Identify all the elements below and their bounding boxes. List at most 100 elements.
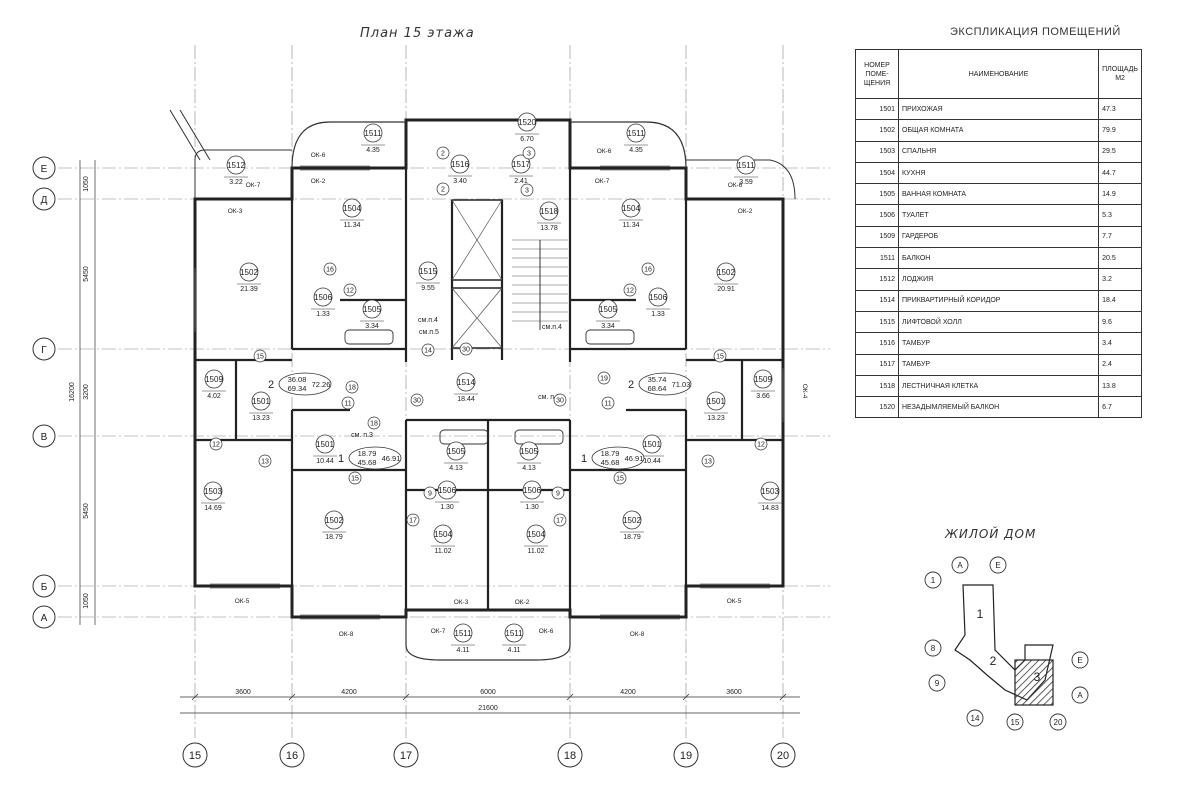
room-number-bubble xyxy=(315,434,335,454)
room-number-bubble xyxy=(504,623,524,643)
balcony-left-top xyxy=(291,121,406,169)
room-area: 6.70 xyxy=(520,136,534,143)
apartment-useful-area: 45.68 xyxy=(358,458,377,467)
detail-marker xyxy=(551,486,565,500)
axis-label-row: Б xyxy=(41,582,48,593)
bathtub xyxy=(585,329,635,345)
dimension-total-text: 21600 xyxy=(478,705,498,712)
apartment-living-area: 18.79 xyxy=(601,449,620,458)
room-area-cell: 5.3 xyxy=(1098,204,1142,227)
room-number: 1504 xyxy=(622,204,640,213)
room-number: 1505 xyxy=(447,447,465,456)
room-number-cell: 1506 xyxy=(855,204,899,227)
room-number: 1503 xyxy=(761,487,779,496)
room-name-cell: ЛИФТОВОЙ ХОЛЛ xyxy=(897,310,1100,334)
note-reference: см.п.5 xyxy=(419,329,439,336)
room-number-bubble xyxy=(226,155,246,175)
key-plan-axis-bubble xyxy=(966,709,984,727)
room-number: 1514 xyxy=(457,378,475,387)
room-name-cell: КУХНЯ xyxy=(897,161,1100,185)
room-number-bubble xyxy=(648,287,668,307)
room-area: 14.69 xyxy=(204,505,222,512)
room-number-bubble xyxy=(519,441,539,461)
room-number: 1506 xyxy=(438,486,456,495)
explication-header-row: НОМЕР ПОМЕ-ЩЕНИЯ НАИМЕНОВАНИЕ ПЛОЩАДЬ М2 xyxy=(855,49,1142,99)
detail-marker xyxy=(522,146,536,160)
angled-wall xyxy=(179,109,211,161)
key-plan-title: ЖИЛОЙ ДОМ xyxy=(945,527,1037,541)
axis-label-row: В xyxy=(41,432,48,443)
window-mark: ОК-2 xyxy=(738,208,753,215)
axis-bubble-col xyxy=(770,742,796,768)
room-number-bubble xyxy=(753,369,773,389)
room-area: 18.44 xyxy=(457,396,475,403)
detail-marker-number: 2 xyxy=(441,151,445,158)
dimension-text: 3600 xyxy=(726,689,742,696)
detail-marker xyxy=(423,486,437,500)
detail-marker-number: 12 xyxy=(757,442,765,449)
room-area: 11.02 xyxy=(435,548,452,555)
room-number-bubble xyxy=(418,261,438,281)
room-number: 1512 xyxy=(227,161,245,170)
axis-label-row: А xyxy=(41,613,48,624)
plan-title: План 15 этажа xyxy=(360,26,475,41)
room-area-cell: 14.9 xyxy=(1098,183,1142,206)
room-number-cell: 1517 xyxy=(855,353,899,376)
detail-marker xyxy=(641,262,655,276)
explication-table: НОМЕР ПОМЕ-ЩЕНИЯ НАИМЕНОВАНИЕ ПЛОЩАДЬ М2… xyxy=(855,49,1142,419)
room-number: 1506 xyxy=(649,293,667,302)
apartment-room-count: 1 xyxy=(338,453,344,465)
room-area-cell: 7.7 xyxy=(1098,225,1142,249)
key-plan-section-3 xyxy=(1014,659,1054,706)
room-number-bubble xyxy=(626,123,646,143)
key-plan-section-label: 2 xyxy=(990,654,997,668)
angled-wall xyxy=(169,109,201,161)
room-number-bubble xyxy=(453,623,473,643)
apartment-summary-ellipse xyxy=(278,372,332,396)
window-mark: ОК-2 xyxy=(515,599,530,606)
detail-marker xyxy=(436,182,450,196)
detail-marker xyxy=(345,380,359,394)
room-area: 9.55 xyxy=(421,285,435,292)
key-plan-axis-label: 8 xyxy=(931,644,936,653)
detail-marker xyxy=(323,262,337,276)
bathtub xyxy=(344,329,394,345)
room-area: 11.34 xyxy=(344,222,361,229)
note-reference: см. п.3 xyxy=(351,432,373,439)
room-name-cell: БАЛКОН xyxy=(897,247,1100,270)
elevator-cross xyxy=(451,199,503,281)
room-name-cell: ВАННАЯ КОМНАТА xyxy=(897,183,1100,206)
key-plan-axis-label: А xyxy=(957,561,963,570)
window-mark: ОК-3 xyxy=(228,208,243,215)
detail-marker-number: 16 xyxy=(326,267,334,274)
axis-bubble-row xyxy=(32,424,56,448)
bathtub xyxy=(514,429,564,445)
room-area: 3.34 xyxy=(365,323,379,330)
room-area-cell: 20.5 xyxy=(1098,247,1142,270)
window-mark: ОК-6 xyxy=(311,152,326,159)
detail-marker xyxy=(597,371,611,385)
detail-marker xyxy=(209,437,223,451)
room-number: 1506 xyxy=(523,486,541,495)
room-number-bubble xyxy=(203,481,223,501)
room-number-bubble xyxy=(621,198,641,218)
dimension-text: 3600 xyxy=(235,689,251,696)
room-area: 13.78 xyxy=(540,225,558,232)
room-number: 1501 xyxy=(252,397,270,406)
axis-label-col: 16 xyxy=(286,750,298,762)
window-mark: ОК-6 xyxy=(597,148,612,155)
room-number-bubble xyxy=(522,480,542,500)
window-mark: ОК-7 xyxy=(595,178,610,185)
room-number: 1509 xyxy=(205,375,223,384)
elevator-shaft xyxy=(451,287,503,349)
room-number-bubble xyxy=(642,434,662,454)
room-number-cell: 1509 xyxy=(855,225,899,249)
room-name-cell: ТАМБУР xyxy=(897,332,1100,355)
room-number: 1502 xyxy=(623,516,641,525)
room-name-cell: ОБЩАЯ КОМНАТА xyxy=(897,119,1100,142)
room-area: 11.02 xyxy=(528,548,545,555)
room-area: 4.13 xyxy=(449,465,463,472)
